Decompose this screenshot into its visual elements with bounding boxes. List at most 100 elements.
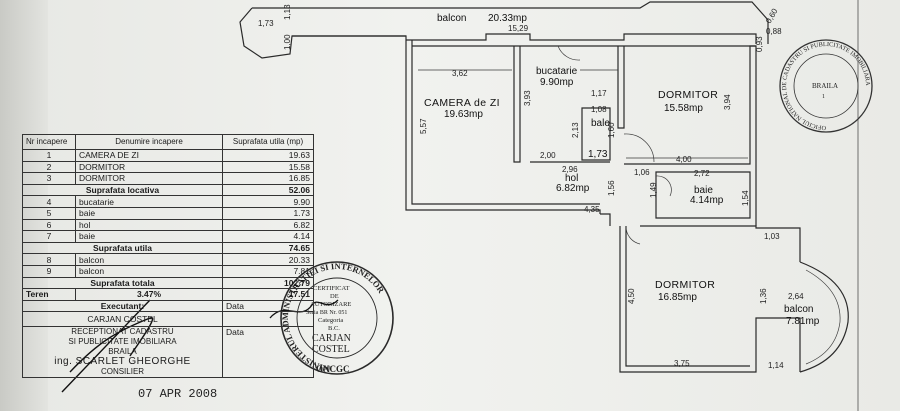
row-nr: 3	[22, 172, 76, 185]
row-nr: 1	[22, 149, 76, 162]
wall-bedroom-right	[624, 45, 757, 226]
dim-213: 2,13	[571, 122, 580, 138]
row-name: baie	[75, 230, 223, 243]
dim-108: 1,08	[591, 105, 607, 114]
room-balcony2-area: 7.81mp	[786, 316, 820, 327]
dim-393: 3,93	[523, 90, 532, 106]
row-val: 16.85	[222, 172, 314, 185]
dim-400: 4,00	[676, 155, 692, 164]
row-executant-label: Executant:Data	[22, 299, 314, 313]
row-val: 15.58	[222, 160, 314, 174]
dim-435: 4,35	[584, 205, 600, 214]
dim-557: 5,57	[419, 118, 428, 134]
door-arc-kitchen	[557, 45, 581, 61]
teren-label: Teren	[22, 288, 76, 301]
room-bath1-name: bale	[591, 118, 610, 129]
receptionat-name: ing. SCARLET GHEORGHE	[54, 356, 191, 368]
table-header-row: Nr incapere Denumire incapere Suprafata …	[22, 134, 314, 150]
wall-left-living	[405, 46, 601, 214]
row-name: hol	[75, 218, 223, 232]
row-name: balcon	[75, 264, 223, 278]
row-val: 9.90	[222, 195, 314, 208]
locativa-val: 52.06	[222, 183, 314, 197]
date-stamp: 07 APR 2008	[138, 387, 217, 401]
row-val: 6.82	[222, 218, 314, 232]
stamp-left-l2: DE	[330, 293, 339, 300]
row-val: 1.73	[222, 206, 314, 220]
row-nr: 8	[22, 253, 76, 266]
dim-450: 4,50	[627, 288, 636, 304]
wall-bedroom2	[619, 226, 801, 373]
room-bath2-area: 4.14mp	[690, 195, 724, 206]
row-nr: 9	[22, 264, 76, 278]
dim-136: 1,36	[759, 288, 768, 304]
dim-114: 1,14	[768, 361, 784, 370]
wall-kitchen-bed	[617, 46, 625, 129]
dim-top-balcony-1: 1,13	[283, 4, 292, 20]
row-executant-name: CARJAN COSTEL	[22, 311, 314, 328]
room-bedroom2-area: 16.85mp	[658, 292, 697, 303]
dim-top-balcony-3: 15,29	[508, 24, 529, 33]
row-name: CAMERA DE ZI	[75, 149, 223, 162]
top-balcony-name: balcon	[437, 13, 466, 24]
dim-149: 1,49	[649, 182, 658, 198]
header-suprafata: Suprafata utila (mp)	[222, 134, 314, 150]
door-arc-bedroom	[623, 133, 655, 163]
dim-top-balcony-5: 0,93	[755, 36, 764, 52]
room-bedroom1-name: DORMITOR	[658, 89, 718, 101]
dim-362: 3,62	[452, 69, 468, 78]
dim-200: 2,00	[540, 151, 556, 160]
receptionat-line2: SI PUBLICITATE IMOBILIARA	[68, 337, 177, 347]
row-name: baie	[75, 206, 223, 220]
wall-small-bath	[581, 107, 611, 161]
balcony-curve	[799, 261, 849, 373]
wall-inner-left	[411, 40, 600, 205]
row-val: 20.33	[222, 253, 314, 266]
dim-154: 1,54	[741, 190, 750, 206]
stamp-left-l5: Categoria	[318, 317, 343, 324]
stamp-right-num: 1	[822, 94, 825, 100]
header-denumire: Denumire incapere	[75, 134, 223, 150]
executant-label: Executant:	[22, 299, 223, 313]
totala-val: 102.79	[222, 276, 314, 290]
row-nr: 5	[22, 206, 76, 220]
executant-data-cell	[222, 311, 314, 328]
receptionat-line3: BRAILA	[108, 347, 137, 357]
balcony-curve-inner	[805, 269, 841, 365]
row-val: 4.14	[222, 230, 314, 243]
totala-label: Suprafata totala	[22, 276, 223, 290]
stamp-left-l8: COSTEL	[312, 344, 350, 355]
area-table: Nr incapere Denumire incapere Suprafata …	[22, 134, 314, 379]
door-arc-bath2	[655, 175, 672, 197]
wall-living-kitchen	[513, 46, 521, 163]
executant-data-label: Data	[222, 299, 314, 313]
row-val: 7.81	[222, 264, 314, 278]
wall-bath2	[655, 171, 751, 219]
dim-top-balcony-4: 0,88	[766, 27, 782, 36]
door-arc-bedroom2	[625, 225, 641, 245]
row-name: DORMITOR	[75, 172, 223, 185]
dim-272: 2,72	[694, 169, 710, 178]
stamp-left-l4: Seria BR Nr. 051	[306, 310, 347, 316]
dim-173: 1,73	[588, 149, 608, 160]
room-living-area: 19.63mp	[444, 109, 483, 120]
dim-top-balcony-2: 1,00	[283, 34, 292, 50]
stamp-right-center: BRAILA	[812, 82, 838, 90]
row-nr: 2	[22, 160, 76, 174]
dim-264: 2,64	[788, 292, 804, 301]
wall-hall-bottom	[600, 213, 611, 226]
dim-160: 1,60	[607, 122, 616, 138]
top-balcony-area: 20.33mp	[488, 13, 527, 24]
room-kitchen-name: bucatarie	[536, 66, 578, 77]
